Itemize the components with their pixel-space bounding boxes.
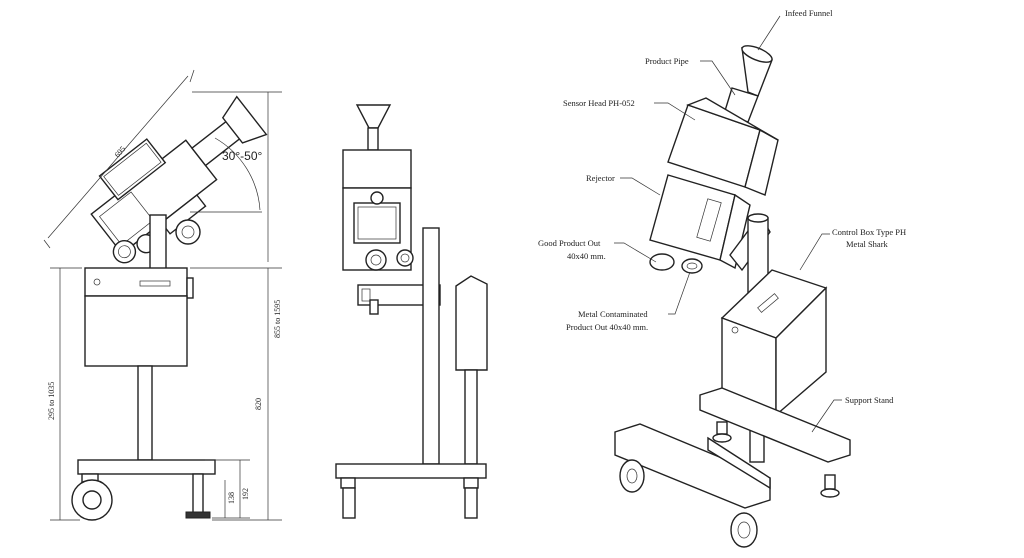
dim-height-range-label: 855 to 1595 xyxy=(273,300,282,338)
leader-lines xyxy=(614,15,842,433)
label-good-product-out: Good Product Out xyxy=(538,238,601,248)
dim-angle-label: 30°-50° xyxy=(222,149,262,163)
label-metal-contaminated-size: Product Out 40x40 mm. xyxy=(566,322,648,332)
label-control-box: Control Box Type PH xyxy=(832,227,906,237)
label-metal-contaminated: Metal Contaminated xyxy=(578,309,648,319)
side-view-dimensions: 695 30°-50° 855 to 1595 820 295 to 1035 … xyxy=(43,69,282,521)
side-view xyxy=(71,95,268,521)
label-sensor-head: Sensor Head PH-052 xyxy=(563,98,635,108)
label-good-product-size: 40x40 mm. xyxy=(567,251,606,261)
dim-base-range-label: 295 to 1035 xyxy=(47,382,56,420)
dim-foot-138-label: 138 xyxy=(227,492,236,504)
dim-stand-height-label: 820 xyxy=(254,398,263,410)
label-control-box-model: Metal Shark xyxy=(846,239,889,249)
callout-labels: Infeed Funnel Product Pipe Sensor Head P… xyxy=(538,8,906,405)
isometric-view xyxy=(614,45,851,548)
side-view-detector-head xyxy=(90,95,268,264)
front-view xyxy=(335,104,488,519)
label-product-pipe: Product Pipe xyxy=(645,56,689,66)
label-infeed-funnel: Infeed Funnel xyxy=(785,8,833,18)
label-support-stand: Support Stand xyxy=(845,395,894,405)
label-rejector: Rejector xyxy=(586,173,615,183)
dim-foot-192-label: 192 xyxy=(241,488,250,500)
